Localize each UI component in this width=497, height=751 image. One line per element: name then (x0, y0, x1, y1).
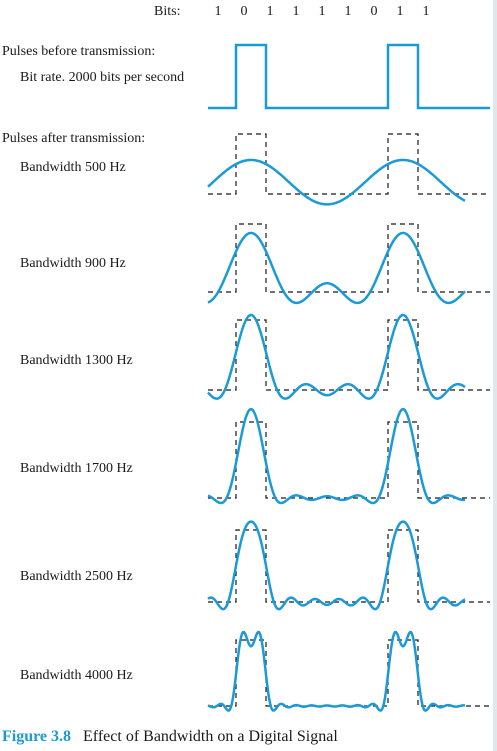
reference-pulse-dashed (208, 639, 490, 707)
bit-value: 1 (318, 4, 326, 19)
panel-label-1700: Bandwidth 1700 Hz (20, 461, 133, 476)
page-edge (493, 0, 497, 751)
bit-value: 1 (266, 4, 274, 19)
panel-label-900: Bandwidth 900 Hz (20, 256, 126, 271)
filtered-signal-curve (207, 630, 466, 712)
bit-value: 0 (370, 4, 378, 19)
filtered-signal-curve (207, 520, 466, 611)
reference-pulse-dashed (208, 319, 490, 391)
panel-label-500: Bandwidth 500 Hz (20, 160, 126, 175)
original-pulse-train (208, 43, 490, 110)
filtered-signal-curve (207, 231, 466, 305)
figure-title: Effect of Bandwidth on a Digital Signal (83, 728, 338, 745)
reference-pulse-dashed (208, 529, 490, 603)
panel-label-2500: Bandwidth 2500 Hz (20, 569, 133, 584)
bit-value: 1 (214, 4, 222, 19)
panel-label-1300: Bandwidth 1300 Hz (20, 353, 133, 368)
after-heading: Pulses after transmission: (2, 131, 146, 146)
filtered-signal-curve (207, 313, 466, 400)
reference-pulse-dashed (208, 421, 490, 499)
bit-value: 1 (292, 4, 300, 19)
filtered-signal-curve (207, 158, 466, 206)
bit-value: 1 (344, 4, 352, 19)
figure-number: Figure 3.8 (2, 728, 72, 745)
panel-label-4000: Bandwidth 4000 Hz (20, 668, 133, 683)
figure-caption: Figure 3.8 Effect of Bandwidth on a Digit… (2, 728, 338, 746)
bit-value: 0 (240, 4, 248, 19)
before-heading: Pulses before transmission: (2, 44, 156, 59)
filtered-signal-curve (207, 407, 466, 505)
bit-value: 1 (422, 4, 430, 19)
reference-pulse-dashed (208, 223, 490, 293)
reference-pulse-dashed (208, 133, 490, 195)
bits-label: Bits: (154, 4, 181, 19)
bit-value: 1 (396, 4, 404, 19)
bit-rate-label: Bit rate. 2000 bits per second (20, 70, 185, 85)
